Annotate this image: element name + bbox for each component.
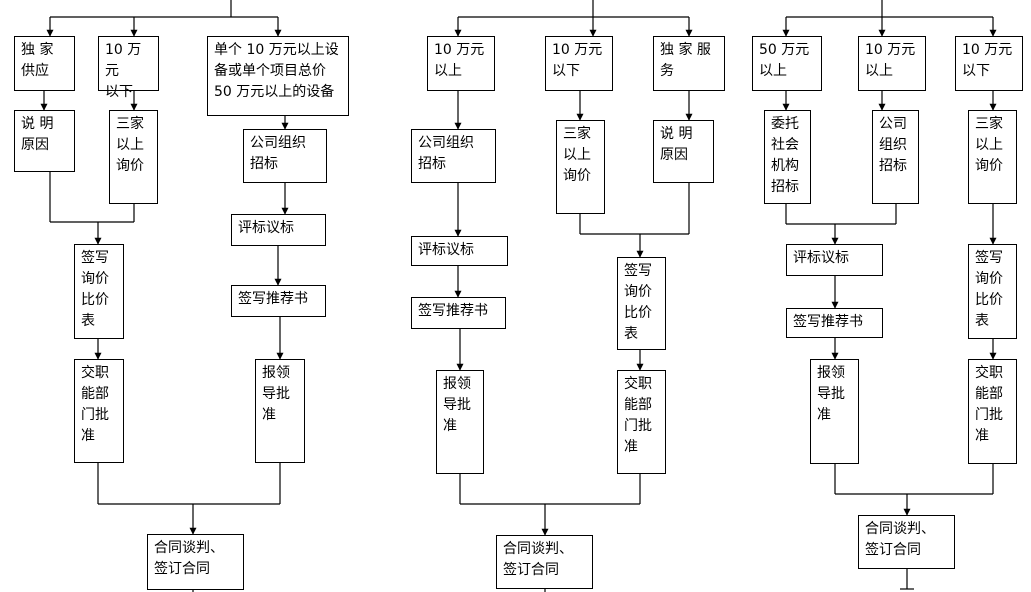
flow-2-node-leader-approval: 报领 导批 准 — [436, 370, 484, 474]
flow-3-node-over-500k: 50 万元 以上 — [752, 36, 822, 91]
flow-2-node-dept-approval: 交职 能部 门批 准 — [617, 370, 666, 474]
flow-3-node-leader-approval: 报领 导批 准 — [810, 359, 859, 464]
flow-2-node-contract: 合同谈判、 签订合同 — [496, 535, 593, 589]
flow-1-node-dept-approval: 交职 能部 门批 准 — [74, 359, 124, 463]
flow-1-node-three-quotes: 三家 以上 询价 — [109, 110, 158, 204]
flow-3-node-recommendation: 签写推荐书 — [786, 308, 883, 338]
flow-2-node-explain-reason: 说 明 原因 — [653, 120, 714, 183]
flow-1-node-sole-supply: 独 家 供应 — [14, 36, 75, 91]
flow-3-node-under-100k: 10 万元 以下 — [955, 36, 1023, 91]
flow-3-node-entrust-agency: 委托 社会 机构 招标 — [764, 110, 811, 204]
flow-3-node-over-100k: 10 万元 以上 — [858, 36, 926, 91]
flow-3-node-three-quotes: 三家 以上 询价 — [968, 110, 1017, 204]
flow-1-node-price-comparison: 签写 询价 比价 表 — [74, 244, 124, 339]
flow-2-node-recommendation: 签写推荐书 — [411, 297, 506, 329]
flow-2-node-bid-evaluation: 评标议标 — [411, 236, 508, 266]
flow-1-node-under-100k: 10 万元 以下 — [98, 36, 159, 100]
flow-1-node-company-tender: 公司组织 招标 — [243, 129, 327, 183]
flow-2-node-price-comparison: 签写 询价 比价 表 — [617, 257, 666, 350]
flow-1-node-leader-approval: 报领 导批 准 — [255, 359, 305, 463]
flow-3-node-contract: 合同谈判、 签订合同 — [858, 515, 955, 569]
flow-1-node-explain-reason: 说 明 原因 — [14, 110, 75, 172]
flow-1-node-recommendation: 签写推荐书 — [231, 285, 326, 317]
flow-2-node-under-100k: 10 万元 以下 — [545, 36, 613, 91]
flow-1-node-contract: 合同谈判、 签订合同 — [147, 534, 244, 590]
flow-3-node-company-tender: 公司 组织 招标 — [872, 110, 919, 204]
flow-2-node-three-quotes: 三家 以上 询价 — [556, 120, 605, 214]
flow-1-node-bid-evaluation: 评标议标 — [231, 214, 326, 246]
flow-2-node-sole-service: 独 家 服 务 — [653, 36, 725, 91]
flow-3-node-dept-approval: 交职 能部 门批 准 — [968, 359, 1017, 464]
flow-3-node-bid-evaluation: 评标议标 — [786, 244, 883, 276]
flow-1-node-over-100k-equipment: 单个 10 万元以上设 备或单个项目总价 50 万元以上的设备 — [207, 36, 349, 116]
flow-2-node-company-tender: 公司组织 招标 — [411, 129, 496, 183]
flow-3-node-price-comparison: 签写 询价 比价 表 — [968, 244, 1017, 339]
flow-2-node-over-100k: 10 万元 以上 — [427, 36, 495, 91]
